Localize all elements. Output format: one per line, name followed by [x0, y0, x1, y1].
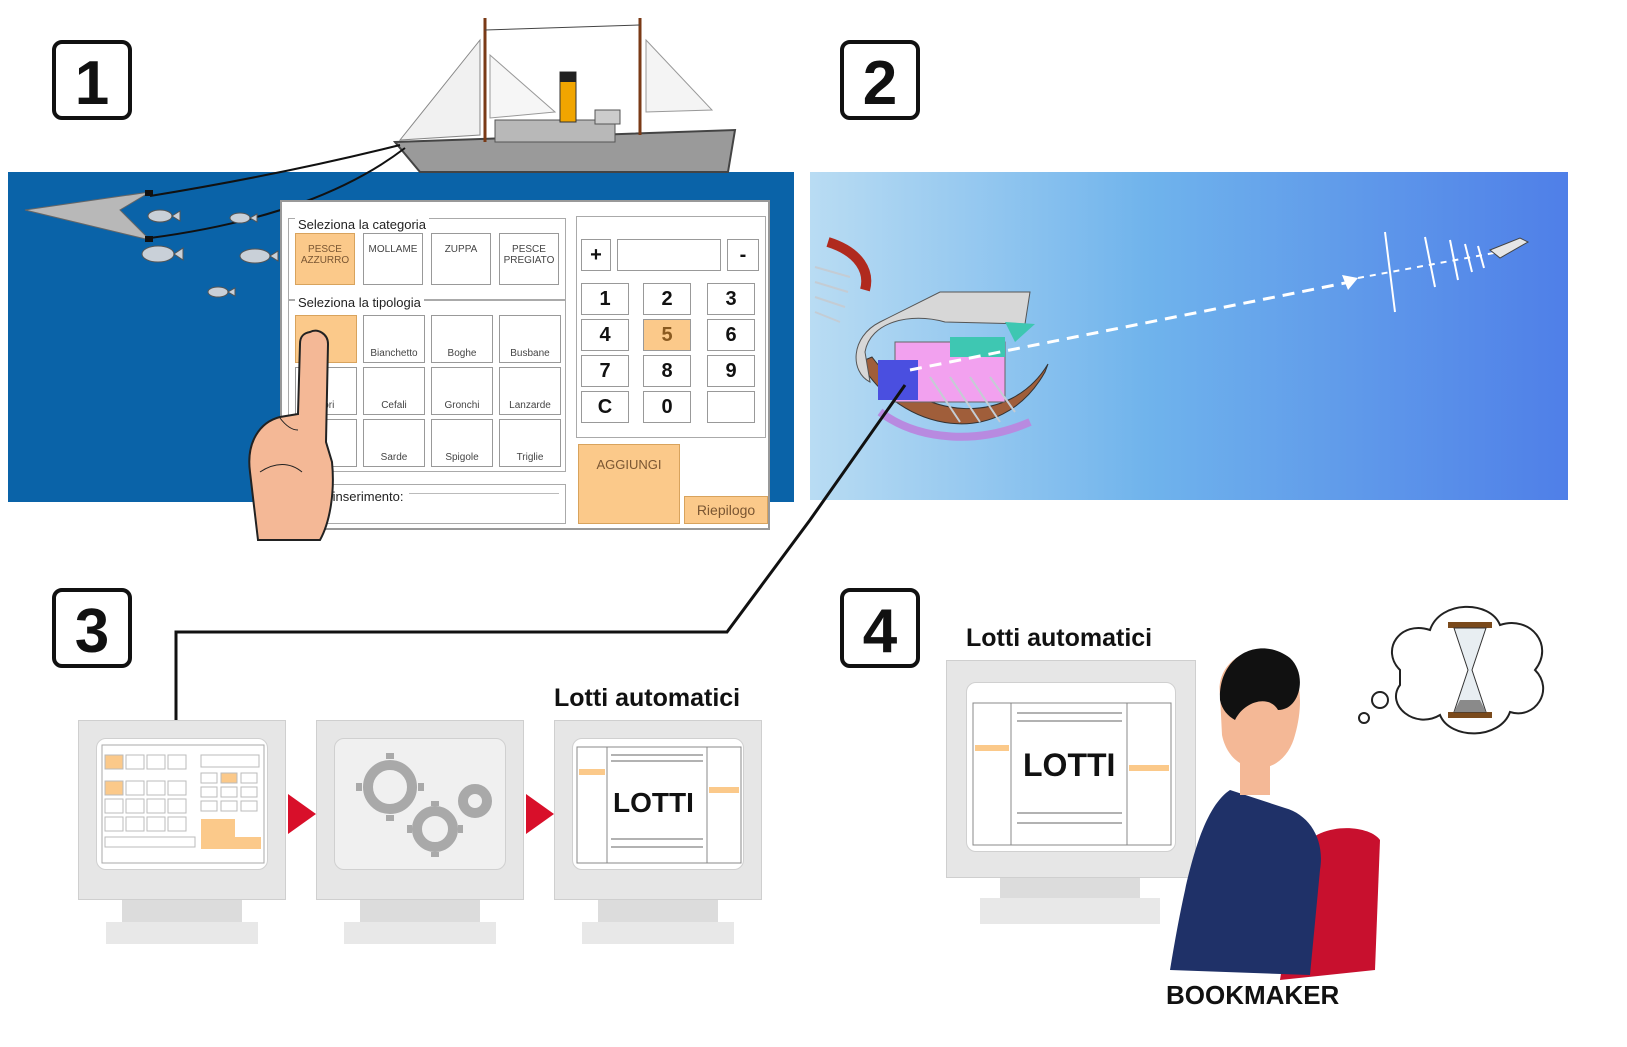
typology-button[interactable]: Bianchetto — [363, 315, 425, 363]
lotti-automatici-caption: Lotti automatici — [554, 684, 741, 712]
numpad-key[interactable]: 0 — [643, 391, 691, 423]
step-number-1: 1 — [52, 40, 132, 120]
lotti-automatici-caption-4: Lotti automatici — [966, 624, 1153, 652]
numpad: + - 1 2 3 4 5 6 7 8 9 C 0 — [576, 216, 766, 438]
numpad-key[interactable]: 2 — [643, 283, 691, 315]
last-entry-label: mo inserimento: — [311, 489, 404, 504]
numpad-key[interactable]: 3 — [707, 283, 755, 315]
typology-button[interactable]: Spigole — [431, 419, 493, 467]
minus-button[interactable]: - — [727, 239, 759, 271]
add-button[interactable]: AGGIUNGI — [578, 444, 680, 524]
category-mollame-button[interactable]: MOLLAME — [363, 233, 423, 285]
numpad-key-clear[interactable]: C — [581, 391, 629, 423]
pointing-hand-icon — [248, 329, 334, 541]
typology-button[interactable]: Gronchi — [431, 367, 493, 415]
numpad-key[interactable]: 7 — [581, 355, 629, 387]
plus-button[interactable]: + — [581, 239, 611, 271]
input-terminal-monitor — [78, 720, 286, 950]
fishing-boat-icon — [392, 18, 737, 173]
typology-button[interactable]: Triglie — [499, 419, 561, 467]
step-number-4: 4 — [840, 588, 920, 668]
typology-title: Seleziona la tipologia — [295, 295, 424, 310]
hourglass-icon — [1448, 622, 1492, 718]
typology-button[interactable]: Busbane — [499, 315, 561, 363]
thought-bubble — [1358, 605, 1545, 735]
mini-input-panel — [101, 744, 265, 864]
numpad-key[interactable]: 4 — [581, 319, 629, 351]
step-number-2: 2 — [840, 40, 920, 120]
gears-icon — [356, 753, 492, 857]
flow-arrow-icon — [288, 794, 316, 834]
typology-button[interactable]: Boghe — [431, 315, 493, 363]
bookmaker-monitor: LOTTI — [946, 660, 1196, 924]
numpad-key[interactable]: 6 — [707, 319, 755, 351]
lotti-screen-word: LOTTI — [1023, 747, 1116, 783]
step-number-3: 3 — [52, 588, 132, 668]
fishing-boat-scene — [24, 18, 737, 298]
numpad-key[interactable]: 9 — [707, 355, 755, 387]
typology-button[interactable]: Lanzarde — [499, 367, 561, 415]
numpad-key[interactable]: 1 — [581, 283, 629, 315]
bookmaker-label: BOOKMAKER — [1166, 980, 1340, 1010]
processing-monitor — [316, 720, 524, 950]
quantity-display — [617, 239, 721, 271]
numpad-key-selected[interactable]: 5 — [643, 319, 691, 351]
lotti-screen-word: LOTTI — [613, 787, 694, 818]
flow-arrow-icon — [526, 794, 554, 834]
numpad-key-blank[interactable] — [707, 391, 755, 423]
typology-button[interactable]: Cefali — [363, 367, 425, 415]
bookmaker-screen-wireframe — [972, 702, 1172, 846]
numpad-key[interactable]: 8 — [643, 355, 691, 387]
category-title: Seleziona la categoria — [295, 217, 429, 232]
summary-button[interactable]: Riepilogo — [684, 496, 768, 524]
bookmaker-person-icon — [1170, 648, 1380, 980]
harbor-map-background — [810, 172, 1568, 500]
harbor-map — [814, 231, 1530, 441]
last-entry-field: mo inserimento: — [288, 484, 566, 524]
fish-icon — [141, 209, 279, 298]
typology-button[interactable]: Sarde — [363, 419, 425, 467]
category-zuppa-button[interactable]: ZUPPA — [431, 233, 491, 285]
lotti-monitor: LOTTI — [554, 720, 762, 950]
lotti-screen-wireframe — [576, 746, 742, 864]
